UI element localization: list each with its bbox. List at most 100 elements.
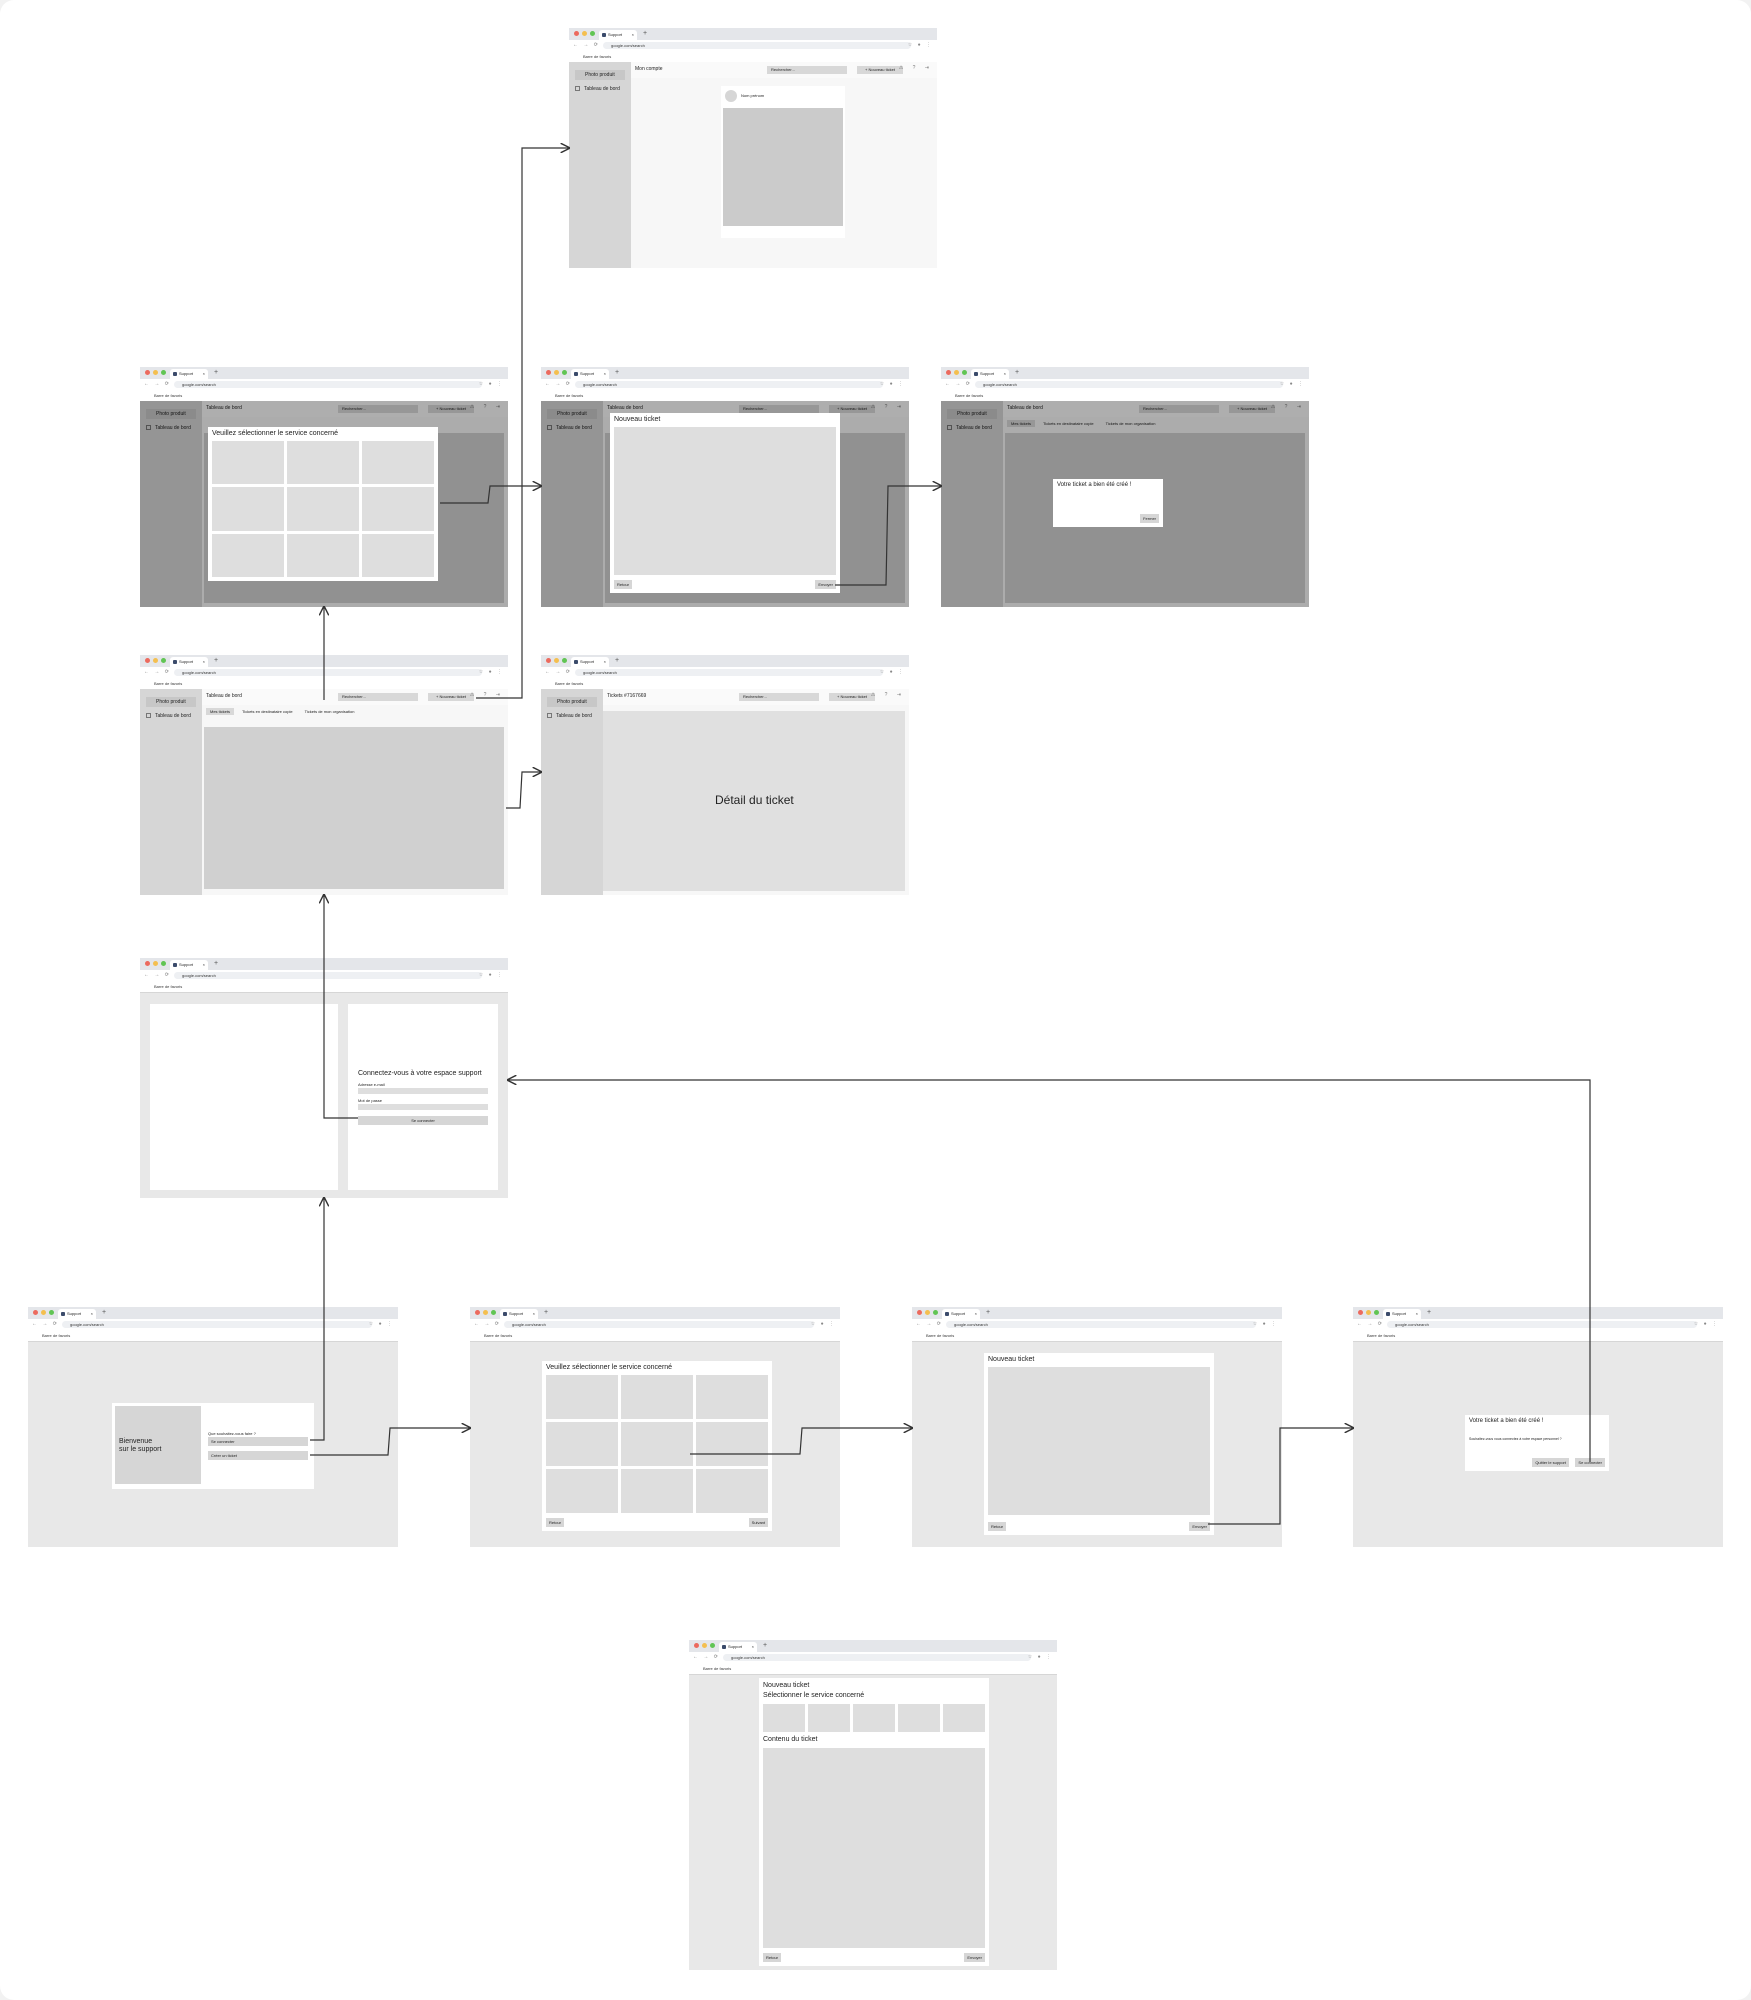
browser-tab[interactable]: Support× [170, 369, 208, 379]
nav-arrows-icon[interactable]: ← → ⟳ ⌂ [474, 1321, 510, 1327]
new-tab-icon[interactable]: + [214, 369, 219, 376]
ticket-content-area[interactable] [763, 1748, 985, 1948]
new-ticket-button[interactable]: + Nouveau ticket [428, 405, 474, 413]
nav-arrows-icon[interactable]: ← → ⟳ ⌂ [144, 381, 180, 387]
browser-menu-icon[interactable]: ☆ ● ⋮ [478, 381, 504, 387]
tab-my-tickets[interactable]: Mes tickets [206, 708, 235, 715]
close-button[interactable]: Fermer [1140, 514, 1159, 523]
new-tab-icon[interactable]: + [214, 960, 219, 967]
address-bar[interactable]: google.com/search [723, 1654, 1031, 1661]
service-tile[interactable] [621, 1375, 693, 1419]
browser-tab[interactable]: Support× [971, 369, 1009, 379]
service-tile[interactable] [763, 1704, 805, 1732]
tab-my-tickets[interactable]: Mes tickets [1007, 420, 1036, 427]
browser-tab[interactable]: Support× [571, 657, 609, 667]
login-button[interactable]: Se connecter [358, 1116, 488, 1125]
send-button[interactable]: Envoyer [964, 1953, 985, 1962]
browser-menu-icon[interactable]: ☆ ● ⋮ [478, 669, 504, 675]
address-bar[interactable]: google.com/search [975, 381, 1283, 388]
address-bar[interactable]: google.com/search [62, 1321, 372, 1328]
new-tab-icon[interactable]: + [1015, 369, 1020, 376]
nav-arrows-icon[interactable]: ← → ⟳ ⌂ [144, 972, 180, 978]
quit-support-button[interactable]: Quitter le support [1532, 1458, 1569, 1467]
nav-arrows-icon[interactable]: ← → ⟳ ⌂ [32, 1321, 68, 1327]
service-tile[interactable] [621, 1422, 693, 1466]
service-tile[interactable] [546, 1422, 618, 1466]
address-bar[interactable]: google.com/search [1387, 1321, 1697, 1328]
new-tab-icon[interactable]: + [615, 369, 620, 376]
service-tile[interactable] [287, 487, 359, 531]
new-tab-icon[interactable]: + [643, 30, 648, 37]
nav-arrows-icon[interactable]: ← → ⟳ ⌂ [573, 42, 609, 48]
send-button[interactable]: Envoyer [815, 580, 836, 589]
service-tile[interactable] [621, 1469, 693, 1513]
browser-tab[interactable]: Support× [1383, 1309, 1421, 1319]
address-bar[interactable]: google.com/search [174, 669, 482, 676]
address-bar[interactable]: google.com/search [575, 381, 883, 388]
service-tile[interactable] [362, 441, 434, 485]
service-tile[interactable] [212, 487, 284, 531]
ticket-content-area[interactable] [614, 427, 836, 575]
tab-org-tickets[interactable]: Tickets de mon organisation [1105, 421, 1156, 426]
address-bar[interactable]: google.com/search [504, 1321, 814, 1328]
ticket-content-area[interactable] [988, 1367, 1210, 1515]
sidebar-item-dashboard[interactable]: Tableau de bord [947, 425, 1003, 431]
next-button[interactable]: Suivant [748, 1518, 768, 1527]
new-ticket-button[interactable]: + Nouveau ticket [1229, 405, 1275, 413]
tab-org-tickets[interactable]: Tickets de mon organisation [304, 709, 355, 714]
service-tile[interactable] [212, 533, 284, 577]
topbar-icons[interactable]: ⚠ ? ⇥ [469, 692, 504, 698]
browser-tab[interactable]: Support× [599, 30, 637, 40]
address-bar[interactable]: google.com/search [603, 42, 911, 49]
send-button[interactable]: Envoyer [1189, 1522, 1210, 1531]
nav-arrows-icon[interactable]: ← → ⟳ ⌂ [144, 669, 180, 675]
search-input[interactable]: Rechercher... [767, 66, 847, 74]
new-ticket-button[interactable]: + Nouveau ticket [857, 66, 903, 74]
browser-menu-icon[interactable]: ☆ ● ⋮ [478, 972, 504, 978]
browser-tab[interactable]: Support× [571, 369, 609, 379]
search-input[interactable]: Rechercher... [1139, 405, 1219, 413]
browser-menu-icon[interactable]: ☆ ● ⋮ [810, 1321, 836, 1327]
topbar-icons[interactable]: ⚠ ? ⇥ [870, 404, 905, 410]
browser-menu-icon[interactable]: ☆ ● ⋮ [879, 381, 905, 387]
search-input[interactable]: Rechercher... [338, 693, 418, 701]
browser-menu-icon[interactable]: ☆ ● ⋮ [1252, 1321, 1278, 1327]
service-tile[interactable] [546, 1469, 618, 1513]
service-tile[interactable] [362, 533, 434, 577]
address-bar[interactable]: google.com/search [174, 972, 482, 979]
service-tile[interactable] [853, 1704, 895, 1732]
new-tab-icon[interactable]: + [615, 657, 620, 664]
service-tile[interactable] [212, 441, 284, 485]
login-button[interactable]: Se connecter [1575, 1458, 1605, 1467]
service-tile[interactable] [696, 1375, 768, 1419]
browser-menu-icon[interactable]: ☆ ● ⋮ [907, 42, 933, 48]
browser-tab[interactable]: Support× [58, 1309, 96, 1319]
sidebar-item-dashboard[interactable]: Tableau de bord [146, 425, 202, 431]
new-tab-icon[interactable]: + [986, 1309, 991, 1316]
back-button[interactable]: Retour [614, 580, 633, 589]
tab-tickets-copy[interactable]: Tickets en destinataire copie [1043, 421, 1094, 426]
browser-menu-icon[interactable]: ☆ ● ⋮ [368, 1321, 394, 1327]
sidebar-item-dashboard[interactable]: Tableau de bord [146, 713, 202, 719]
new-ticket-button[interactable]: + Nouveau ticket [829, 405, 875, 413]
service-tile[interactable] [696, 1422, 768, 1466]
browser-menu-icon[interactable]: ☆ ● ⋮ [1693, 1321, 1719, 1327]
address-bar[interactable]: google.com/search [946, 1321, 1256, 1328]
service-tile[interactable] [287, 441, 359, 485]
service-tile[interactable] [362, 487, 434, 531]
email-field[interactable] [358, 1088, 488, 1094]
browser-tab[interactable]: Support× [170, 960, 208, 970]
service-tile[interactable] [546, 1375, 618, 1419]
new-tab-icon[interactable]: + [544, 1309, 549, 1316]
browser-menu-icon[interactable]: ☆ ● ⋮ [1279, 381, 1305, 387]
browser-tab[interactable]: Support× [719, 1642, 757, 1652]
sidebar-item-dashboard[interactable]: Tableau de bord [547, 713, 603, 719]
search-input[interactable]: Rechercher... [739, 693, 819, 701]
back-button[interactable]: Retour [988, 1522, 1007, 1531]
nav-arrows-icon[interactable]: ← → ⟳ ⌂ [945, 381, 981, 387]
new-ticket-button[interactable]: + Nouveau ticket [428, 693, 474, 701]
new-tab-icon[interactable]: + [102, 1309, 107, 1316]
browser-menu-icon[interactable]: ☆ ● ⋮ [879, 669, 905, 675]
browser-tab[interactable]: Support× [170, 657, 208, 667]
topbar-icons[interactable]: ⚠ ? ⇥ [1270, 404, 1305, 410]
